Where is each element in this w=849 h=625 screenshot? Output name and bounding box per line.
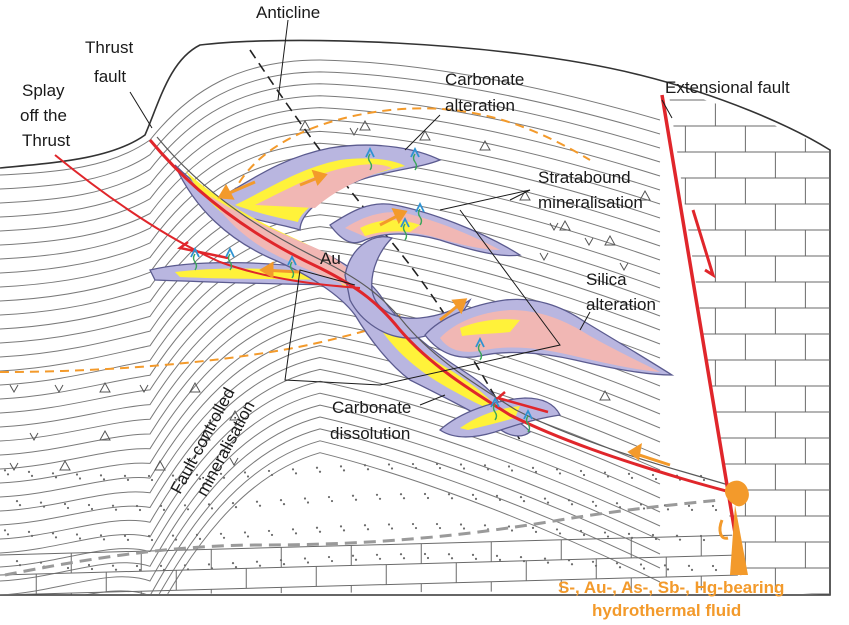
label-splay-line2: off the [20, 106, 67, 125]
label-thrust-fault-line1: Thrust [85, 38, 133, 57]
extensional-fault-slip-arrow [691, 209, 716, 279]
label-splay-line1: Splay [22, 81, 65, 100]
sandstone-dots [3, 462, 718, 572]
fluid-ascent-arrows [190, 146, 533, 433]
label-fluid-line1: S-, Au-, As-, Sb-, Hg-bearing [558, 578, 784, 597]
thrust-fault-trace [148, 139, 731, 494]
splay-fault-trace [54, 154, 361, 289]
label-carbonate-dissolution-line1: Carbonate [332, 398, 411, 417]
splay-slip-arrow [177, 241, 229, 260]
leader-lines [129, 19, 673, 406]
hydrothermal-source [718, 480, 749, 575]
anticline-axial-trace [249, 49, 521, 441]
thrust-slip-arrow [495, 391, 549, 414]
label-stratabound-line2: mineralisation [538, 193, 643, 212]
label-silica-line2: alteration [586, 295, 656, 314]
basal-contact-dashed [4, 498, 721, 577]
label-gold: Au [320, 249, 341, 268]
label-carbonate-dissolution-line2: dissolution [330, 424, 410, 443]
label-carbonate-alteration-line2: alteration [445, 96, 515, 115]
label-anticline: Anticline [256, 3, 320, 22]
label-silica-line1: Silica [586, 270, 627, 289]
label-carbonate-alteration-line1: Carbonate [445, 70, 524, 89]
label-thrust-fault-line2: fault [94, 67, 126, 86]
label-stratabound-line1: Stratabound [538, 168, 631, 187]
label-fluid-line2: hydrothermal fluid [592, 601, 741, 620]
orange-horizon-upper [224, 107, 591, 226]
lower-limestone-bricks [0, 534, 740, 596]
label-extensional-fault: Extensional fault [665, 78, 790, 97]
label-splay-line3: Thrust [22, 131, 70, 150]
